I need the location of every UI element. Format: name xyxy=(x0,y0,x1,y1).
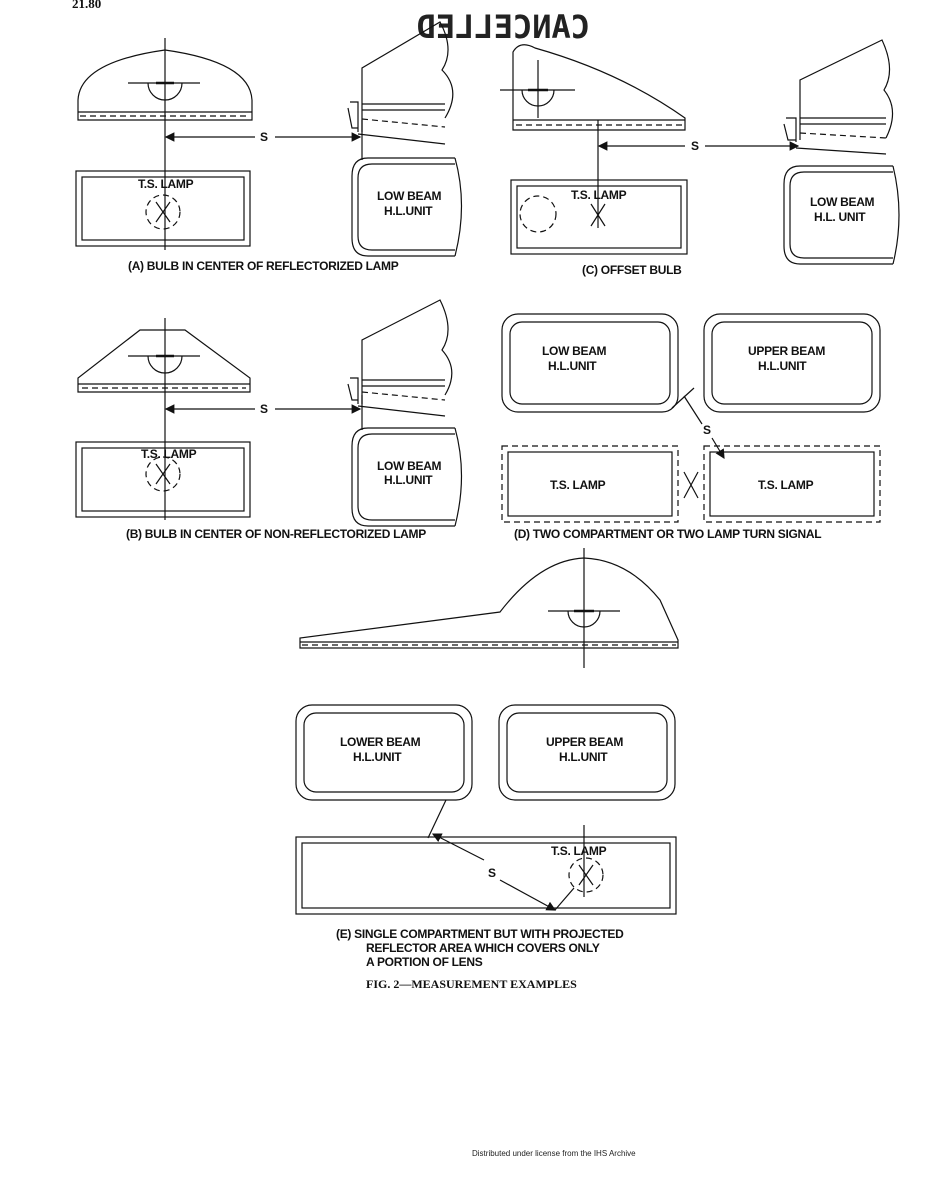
panel-e-upper-line2: H.L.UNIT xyxy=(559,750,608,764)
panel-c: S T.S. LAMP LOW BEAM H.L. UNIT (C) OFFSE… xyxy=(500,39,900,277)
panel-b-ts-label: T.S. LAMP xyxy=(141,447,197,461)
panel-e-s-label: S xyxy=(488,866,496,880)
stamp-text: CANCELLED xyxy=(417,8,590,46)
page-number: 21.80 xyxy=(72,0,101,11)
panel-c-lamp-profile xyxy=(500,44,686,228)
panel-b-hl-line2: H.L.UNIT xyxy=(384,473,433,487)
panel-c-ts-label: T.S. LAMP xyxy=(571,188,627,202)
footer-text: Distributed under license from the IHS A… xyxy=(472,1149,636,1158)
panel-a-spacing-dimension: S xyxy=(164,130,362,144)
panel-c-hl-line1: LOW BEAM xyxy=(810,195,875,209)
panel-d-ts-left-label: T.S. LAMP xyxy=(550,478,606,492)
panel-d: LOW BEAM H.L.UNIT UPPER BEAM H.L.UNIT S … xyxy=(501,313,881,541)
panel-c-hl-line2: H.L. UNIT xyxy=(814,210,866,224)
panel-a-hl-line2: H.L.UNIT xyxy=(384,204,433,218)
panel-d-upper-line1: UPPER BEAM xyxy=(748,344,825,358)
panel-b-caption: (B) BULB IN CENTER OF NON-REFLECTORIZED … xyxy=(126,527,426,541)
panel-c-headlamp-front: LOW BEAM H.L. UNIT xyxy=(783,165,900,265)
panel-e-caption-line3: A PORTION OF LENS xyxy=(366,955,483,969)
panel-d-ts-lamp-right: T.S. LAMP xyxy=(703,445,881,523)
panel-d-low-beam-unit: LOW BEAM H.L.UNIT xyxy=(501,313,679,413)
panel-c-spacing-dimension: S xyxy=(597,139,800,153)
panel-a-headlamp-front: LOW BEAM H.L.UNIT xyxy=(351,157,463,257)
panel-b-ts-lamp-front: T.S. LAMP xyxy=(75,441,251,518)
panel-b-hl-line1: LOW BEAM xyxy=(377,459,442,473)
panel-a-caption: (A) BULB IN CENTER OF REFLECTORIZED LAMP xyxy=(128,259,399,273)
panel-e-upper-line1: UPPER BEAM xyxy=(546,735,623,749)
panel-a-lamp-profile xyxy=(77,38,253,250)
panel-b-headlamp-profile xyxy=(347,299,453,430)
panel-d-low-line2: H.L.UNIT xyxy=(548,359,597,373)
panel-c-ts-lamp-front: T.S. LAMP xyxy=(510,179,688,255)
panel-e-lower-line1: LOWER BEAM xyxy=(340,735,421,749)
panel-a-s-label: S xyxy=(260,130,268,144)
panel-c-headlamp-profile xyxy=(783,39,894,155)
panel-b-spacing-dimension: S xyxy=(164,402,362,416)
panel-e-ts-lamp: T.S. LAMP xyxy=(295,825,677,915)
panel-e-ts-label: T.S. LAMP xyxy=(551,844,607,858)
panel-c-caption: (C) OFFSET BULB xyxy=(582,263,682,277)
panel-a-headlamp-profile xyxy=(347,21,454,160)
panel-e-spacing-dimension: S xyxy=(427,799,575,911)
panel-d-ts-lamp-left: T.S. LAMP xyxy=(501,445,679,523)
panel-b: S T.S. LAMP LOW BEAM H.L.UNIT (B) BULB I… xyxy=(75,299,463,541)
panel-d-ts-right-label: T.S. LAMP xyxy=(758,478,814,492)
panel-a-ts-lamp-front: T.S. LAMP xyxy=(75,170,251,247)
panel-a: S T.S. LAMP LOW BEAM H.L.UNIT (A) BULB I… xyxy=(75,21,463,273)
panel-c-s-label: S xyxy=(691,139,699,153)
panel-e-caption-line2: REFLECTOR AREA WHICH COVERS ONLY xyxy=(366,941,600,955)
panel-d-upper-line2: H.L.UNIT xyxy=(758,359,807,373)
figure-title: FIG. 2—MEASUREMENT EXAMPLES xyxy=(366,977,577,991)
panel-d-caption: (D) TWO COMPARTMENT OR TWO LAMP TURN SIG… xyxy=(514,527,821,541)
panel-b-headlamp-front: LOW BEAM H.L.UNIT xyxy=(351,427,463,527)
panel-d-low-line1: LOW BEAM xyxy=(542,344,607,358)
panel-d-s-label: S xyxy=(703,423,711,437)
panel-d-spacing-dimension: S xyxy=(671,387,725,460)
panel-e-lower-beam-unit: LOWER BEAM H.L.UNIT xyxy=(295,704,473,801)
panel-b-lamp-profile xyxy=(77,318,251,520)
panel-d-upper-beam-unit: UPPER BEAM H.L.UNIT xyxy=(703,313,881,413)
panel-b-s-label: S xyxy=(260,402,268,416)
panel-d-bulb-mark xyxy=(683,471,699,499)
cancelled-stamp: CANCELLED xyxy=(417,8,590,46)
panel-e-lamp-profile xyxy=(299,548,679,668)
panel-a-hl-line1: LOW BEAM xyxy=(377,189,442,203)
panel-e-upper-beam-unit: UPPER BEAM H.L.UNIT xyxy=(498,704,676,801)
panel-e-lower-line2: H.L.UNIT xyxy=(353,750,402,764)
panel-e: LOWER BEAM H.L.UNIT UPPER BEAM H.L.UNIT … xyxy=(295,548,679,969)
panel-a-ts-label: T.S. LAMP xyxy=(138,177,194,191)
panel-e-caption-line1: (E) SINGLE COMPARTMENT BUT WITH PROJECTE… xyxy=(336,927,624,941)
